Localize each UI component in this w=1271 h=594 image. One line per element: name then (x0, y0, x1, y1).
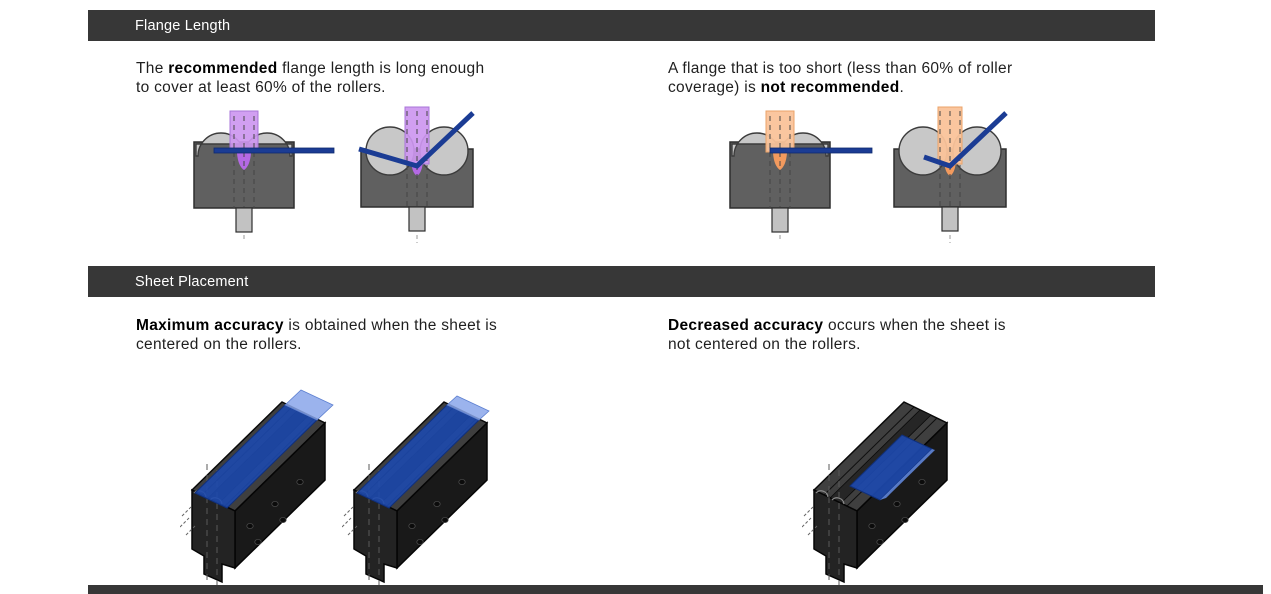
rotary-die-bent-short-flange-figure (893, 106, 1008, 243)
bold-emphasis: Maximum accuracy (136, 316, 284, 334)
paragraph-text: . (899, 79, 905, 96)
paragraph-text: occurs when the sheet is not centered on… (668, 316, 1006, 354)
die-3d-sheet-centered-figure (180, 389, 334, 594)
die-3d-sheet-centered-alt-figure (342, 395, 490, 594)
flange-length-right-paragraph: A flange that is too short (less than 60… (668, 59, 1108, 98)
next-section-bar-cutoff (88, 585, 1263, 594)
paragraph-text: is obtained when the sheet is centered o… (136, 316, 498, 354)
paragraph-text: flange length is long enough to cover at… (136, 59, 485, 97)
section-title: Sheet Placement (135, 273, 249, 290)
bold-emphasis: Decreased accuracy (668, 316, 824, 334)
section-title: Flange Length (135, 17, 231, 34)
sheet-placement-left-paragraph: Maximum accuracy is obtained when the sh… (136, 316, 576, 355)
paragraph-text: The (136, 59, 169, 77)
rotary-die-flat-recommended-figure (193, 110, 335, 240)
section-header-flange-length: Flange Length (88, 10, 1155, 41)
die-3d-sheet-offcenter-figure (802, 401, 948, 594)
rotary-die-flat-short-flange-figure (729, 110, 873, 240)
paragraph-text: A flange that is too short (less than 60… (668, 59, 1013, 97)
rotary-die-bent-recommended-figure (358, 106, 475, 243)
bold-emphasis: not recommended (760, 79, 900, 96)
sheet-placement-right-paragraph: Decreased accuracy occurs when the sheet… (668, 316, 1108, 355)
bold-emphasis: recommended (168, 59, 278, 77)
flange-length-left-paragraph: The recommended flange length is long en… (136, 59, 576, 98)
section-header-sheet-placement: Sheet Placement (88, 266, 1155, 297)
